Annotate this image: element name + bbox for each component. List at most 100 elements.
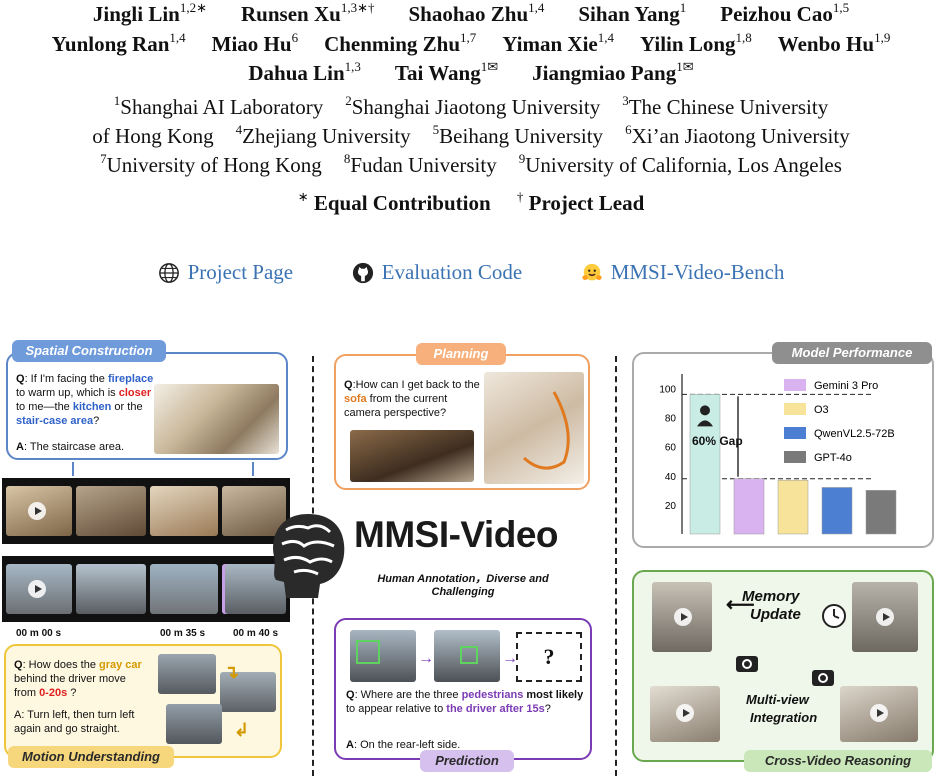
motion-question: Q: How does the gray car behind the driv… [14, 658, 146, 700]
clock-icon [822, 604, 846, 628]
car-frame-1 [158, 654, 216, 694]
affiliation: 5Beihang University [433, 122, 604, 148]
affiliation-name: Shanghai Jiaotong University [351, 95, 601, 119]
car-frame-3 [166, 704, 222, 744]
legend-swatch [784, 427, 806, 439]
play-icon[interactable] [870, 704, 888, 722]
lead-symbol: † [516, 189, 524, 204]
teaser-figure: Q: If I'm facing the fireplace to warm u… [0, 338, 942, 776]
author-label: Jiangmiao Pang [532, 61, 677, 85]
y-tick-label: 40 [665, 472, 677, 483]
affiliation-marker: 1,4 [597, 30, 614, 45]
affiliation: 7University of Hong Kong [100, 151, 322, 177]
author-name: Miao Hu6 [211, 30, 299, 56]
living-room-image [154, 384, 279, 454]
affiliation-name: Shanghai AI Laboratory [120, 95, 324, 119]
author-name: Peizhou Cao1,5 [720, 0, 850, 26]
affiliation-marker: 1 [679, 0, 687, 15]
author-name: Jingli Lin1,2∗ [92, 0, 207, 26]
evaluation-code-link[interactable]: Evaluation Code [352, 260, 523, 285]
play-icon[interactable] [28, 502, 46, 520]
indoor-film-strip [2, 478, 290, 544]
bench-link[interactable]: MMSI-Video-Bench [581, 260, 785, 285]
prediction-question: Q: Where are the three pedestrians most … [346, 688, 586, 716]
cross-video-panel: Memory Update ⟵ Multi-view Integration [632, 570, 934, 762]
author-name: Runsen Xu1,3∗† [241, 0, 375, 26]
affiliation-marker: 1,3∗† [340, 0, 375, 15]
mmsi-video-title: MMSI-Video [354, 514, 559, 555]
prediction-panel: → → ? Q: Where are the three pedestrians… [334, 618, 592, 760]
arrow-right-icon: → [502, 650, 518, 667]
affiliation-marker: 1,4 [528, 0, 545, 15]
q-label: Q [14, 659, 23, 671]
most-likely-bold: most likely [526, 689, 584, 701]
play-icon[interactable] [28, 580, 46, 598]
affiliation-marker: 6 [291, 30, 299, 45]
author-line-1: Jingli Lin1,2∗ Runsen Xu1,3∗† Shaohao Zhu1… [0, 0, 942, 27]
affiliation-name: of Hong Kong [92, 124, 214, 148]
author-label: Miao Hu [211, 32, 292, 56]
affiliation-marker: 1,9 [874, 30, 891, 45]
cross-video-tab: Cross-Video Reasoning [744, 750, 932, 772]
affiliation-marker: 3 [622, 93, 629, 108]
github-icon [352, 262, 373, 283]
closer-highlight: closer [118, 387, 152, 399]
affiliation-marker: 1,3 [344, 59, 361, 74]
globe-icon [158, 262, 179, 283]
author-name: Yiman Xie1,4 [502, 30, 614, 56]
motion-answer: A: Turn left, then turn left again and g… [14, 709, 135, 735]
legend-swatch [784, 451, 806, 463]
y-tick-label: 60 [665, 443, 677, 454]
play-icon[interactable] [676, 704, 694, 722]
q-text: from the current camera perspective? [344, 393, 448, 419]
center-subtitle-1: Human Annotation，Diverse and [377, 573, 549, 585]
q-text: ? [67, 687, 77, 699]
equal-contribution-note: Equal Contribution [313, 191, 491, 215]
bench-label[interactable]: MMSI-Video-Bench [610, 260, 785, 284]
affiliation-marker: 1✉ [480, 59, 499, 74]
spatial-question: Q: If I'm facing the fireplace to warm u… [16, 372, 156, 428]
q-label: Q [16, 373, 25, 385]
hugging-face-icon [582, 263, 602, 280]
y-tick-label: 20 [665, 501, 677, 512]
q-text: : How does the [22, 659, 99, 671]
play-icon[interactable] [876, 608, 894, 626]
turn-arrow-icon: ↲ [234, 720, 250, 740]
affiliation-name: Beihang University [439, 124, 604, 148]
legend-swatch [784, 379, 806, 391]
a-text: : On the rear-left side. [353, 739, 461, 751]
play-icon[interactable] [674, 608, 692, 626]
author-name: Sihan Yang1 [578, 0, 687, 26]
center-subtitle-2: Challenging [431, 586, 495, 598]
camera-icon [812, 670, 834, 686]
car-frame-2 [220, 672, 276, 712]
project-page-label[interactable]: Project Page [187, 260, 294, 284]
q-text: ? [93, 415, 100, 427]
time-end: 00 m 40 s [233, 628, 279, 639]
affiliation-marker: 9 [518, 151, 526, 166]
q-text: to me—the [16, 401, 73, 413]
author-label: Jingli Lin [92, 2, 180, 26]
legend-swatch [784, 403, 806, 415]
spatial-construction-panel: Q: If I'm facing the fireplace to warm u… [6, 352, 288, 460]
multi-view-label: Multi-view [746, 692, 809, 707]
memory-label: Memory [742, 588, 800, 605]
author-name: Shaohao Zhu1,4 [408, 0, 545, 26]
author-name: Jiangmiao Pang1✉ [532, 59, 694, 85]
arrow-left-icon: ⟵ [726, 594, 755, 616]
project-page-link[interactable]: Project Page [158, 260, 294, 285]
pedestrians-highlight: pedestrians [461, 689, 524, 701]
bar-o3 [777, 479, 809, 535]
prediction-answer: A: On the rear-left side. [346, 738, 460, 752]
q-text: to appear relative to [346, 703, 447, 715]
planning-question: Q:How can I get back to the sofa from th… [344, 378, 482, 420]
q-label: Q [346, 689, 355, 701]
author-label: Runsen Xu [241, 2, 341, 26]
evaluation-code-label[interactable]: Evaluation Code [381, 260, 523, 284]
affiliation-marker: 1,8 [735, 30, 752, 45]
affiliation-marker: 1,5 [832, 0, 850, 15]
